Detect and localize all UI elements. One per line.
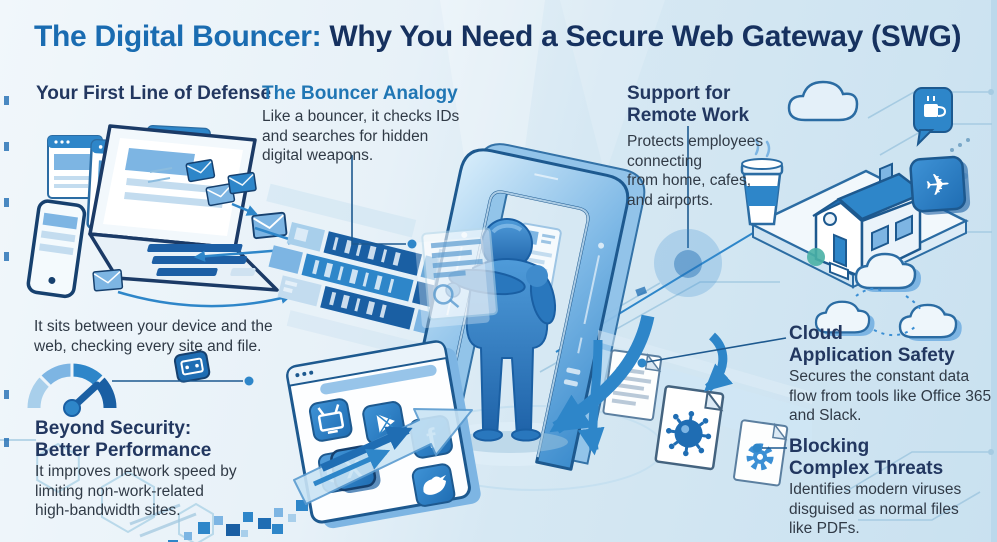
- twitter-icon: [411, 463, 456, 507]
- block-arrow: [293, 408, 473, 505]
- body-bouncer-analogy: Like a bouncer, it checks IDs and search…: [262, 108, 460, 165]
- page-title-highlight: The Digital Bouncer:: [34, 20, 322, 53]
- body-blocking-threats: Identifies modern viruses disguised as n…: [789, 481, 962, 538]
- heading-remote-work: Support for Remote Work: [627, 83, 750, 127]
- email-envelopes: [92, 159, 301, 308]
- laptop: [88, 124, 279, 292]
- heading-cloud-application-safety: Cloud Application Safety: [789, 323, 955, 367]
- speedometer-gauge-icon: [27, 362, 117, 417]
- chat-bubble-coffee-icon: [913, 87, 953, 147]
- cloud-icon: [787, 80, 859, 122]
- page-title: The Digital Bouncer: Why You Need a Secu…: [34, 20, 961, 54]
- tv-icon: [308, 398, 353, 442]
- coffee-cup-icon: [740, 138, 784, 226]
- video-tile-icon: [173, 350, 211, 383]
- airplane-glyph: ✈: [924, 168, 951, 203]
- threat-documents: [549, 314, 812, 487]
- cloud-network: [814, 252, 962, 341]
- airplane-tile-icon: ✈: [909, 155, 971, 215]
- body-cloud-application-safety: Secures the constant data flow from tool…: [789, 368, 992, 425]
- virus-file-icon: [654, 385, 725, 471]
- smartphone: [26, 199, 87, 299]
- pixel-stream: [129, 500, 320, 542]
- connector-lines: [112, 126, 787, 453]
- heading-blocking-threats: Blocking Complex Threats: [789, 436, 944, 480]
- gear-virus-file-icon: [733, 419, 789, 487]
- body-first-line-of-defense: It sits between your device and the web,…: [34, 318, 273, 355]
- heading-first-line-of-defense: Your First Line of Defense: [36, 83, 272, 104]
- page-title-rest: Why You Need a Secure Web Gateway (SWG): [321, 20, 962, 53]
- scan-panel: [415, 227, 498, 329]
- background-rays: [440, 0, 997, 542]
- body-beyond-security: It improves network speed by limiting no…: [35, 463, 237, 520]
- heading-bouncer-analogy: The Bouncer Analogy: [262, 83, 458, 104]
- heading-beyond-security: Beyond Security: Better Performance: [35, 418, 212, 462]
- body-remote-work: Protects employees connecting from home,…: [627, 133, 764, 210]
